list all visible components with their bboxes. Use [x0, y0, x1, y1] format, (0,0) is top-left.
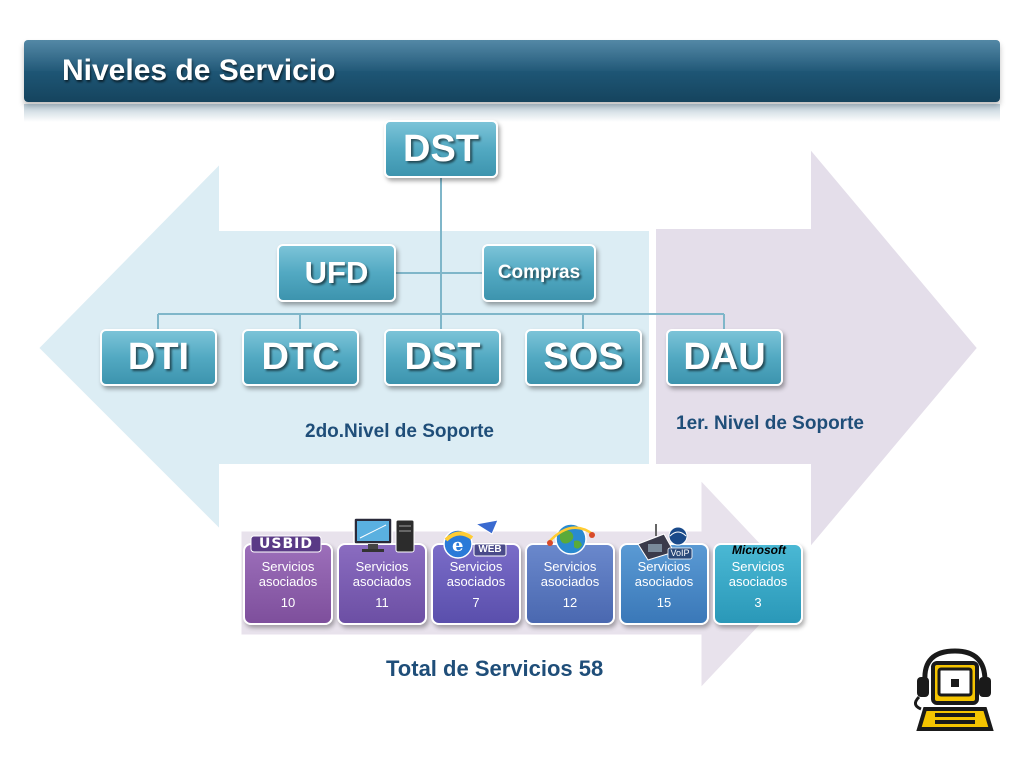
service-label: asociados — [352, 574, 412, 589]
service-box-usbid: Servicios asociados 10 — [243, 543, 333, 625]
service-box-web: Servicios asociados 7 — [431, 543, 521, 625]
org-bottom-box-dtc: DTC — [242, 329, 359, 386]
org-top-label: DST — [403, 127, 479, 170]
service-label: Servicios — [261, 559, 315, 574]
service-label: asociados — [258, 574, 318, 589]
service-count: 3 — [754, 595, 762, 610]
org-top-box: DST — [384, 120, 498, 178]
org-bottom-box-dau: DAU — [666, 329, 783, 386]
globe-network-icon — [547, 523, 595, 555]
svg-text:e: e — [452, 535, 463, 556]
service-count: 7 — [472, 595, 480, 610]
voip-icon-text: VoIP — [670, 548, 690, 558]
org-bottom-label: DTI — [127, 336, 190, 378]
service-count: 10 — [280, 595, 296, 610]
voip-phone-icon: VoIP — [634, 522, 696, 562]
org-middle-label: Compras — [497, 262, 581, 283]
microsoft-logo: Microsoft — [732, 543, 786, 557]
service-label: Servicios — [449, 559, 503, 574]
service-label: asociados — [540, 574, 600, 589]
org-bottom-label: DTC — [261, 336, 340, 378]
title-banner: Niveles de Servicio — [24, 40, 1000, 102]
first-level-label: 1er. Nivel de Soporte — [676, 413, 864, 434]
helpdesk-computer-icon — [914, 648, 994, 731]
service-label: Servicios — [543, 559, 597, 574]
org-bottom-box-dti: DTI — [100, 329, 217, 386]
service-label: Servicios — [731, 559, 785, 574]
web-icon: e WEB — [438, 518, 510, 562]
second-level-label: 2do.Nivel de Soporte — [305, 421, 494, 442]
usbid-logo-text: USBID — [259, 536, 313, 552]
service-label: asociados — [446, 574, 506, 589]
org-bottom-label: SOS — [543, 336, 624, 378]
service-box-microsoft: Servicios asociados 3 — [713, 543, 803, 625]
org-middle-label: UFD — [304, 255, 369, 290]
org-bottom-box-dst: DST — [384, 329, 501, 386]
usbid-logo: USBID — [250, 534, 322, 554]
service-count: 11 — [375, 595, 389, 610]
title-banner-reflection — [24, 104, 1000, 122]
service-count: 12 — [562, 595, 578, 610]
org-middle-box-compras: Compras — [482, 244, 596, 302]
org-connectors — [157, 178, 725, 330]
first-level-arrow — [654, 145, 980, 551]
service-count: 15 — [656, 595, 672, 610]
org-middle-box-ufd: UFD — [277, 244, 396, 302]
service-label: asociados — [634, 574, 694, 589]
org-bottom-box-sos: SOS — [525, 329, 642, 386]
web-icon-text: WEB — [478, 544, 502, 555]
computer-icon — [353, 517, 415, 553]
total-services: Total de Servicios 58 — [386, 656, 604, 681]
service-box-voip: Servicios asociados 15 — [619, 543, 709, 625]
org-bottom-label: DST — [404, 336, 481, 378]
service-box-computer: Servicios asociados 11 — [337, 543, 427, 625]
org-bottom-label: DAU — [683, 336, 766, 378]
service-label: Servicios — [637, 559, 691, 574]
service-label: asociados — [728, 574, 788, 589]
service-label: Servicios — [355, 559, 409, 574]
